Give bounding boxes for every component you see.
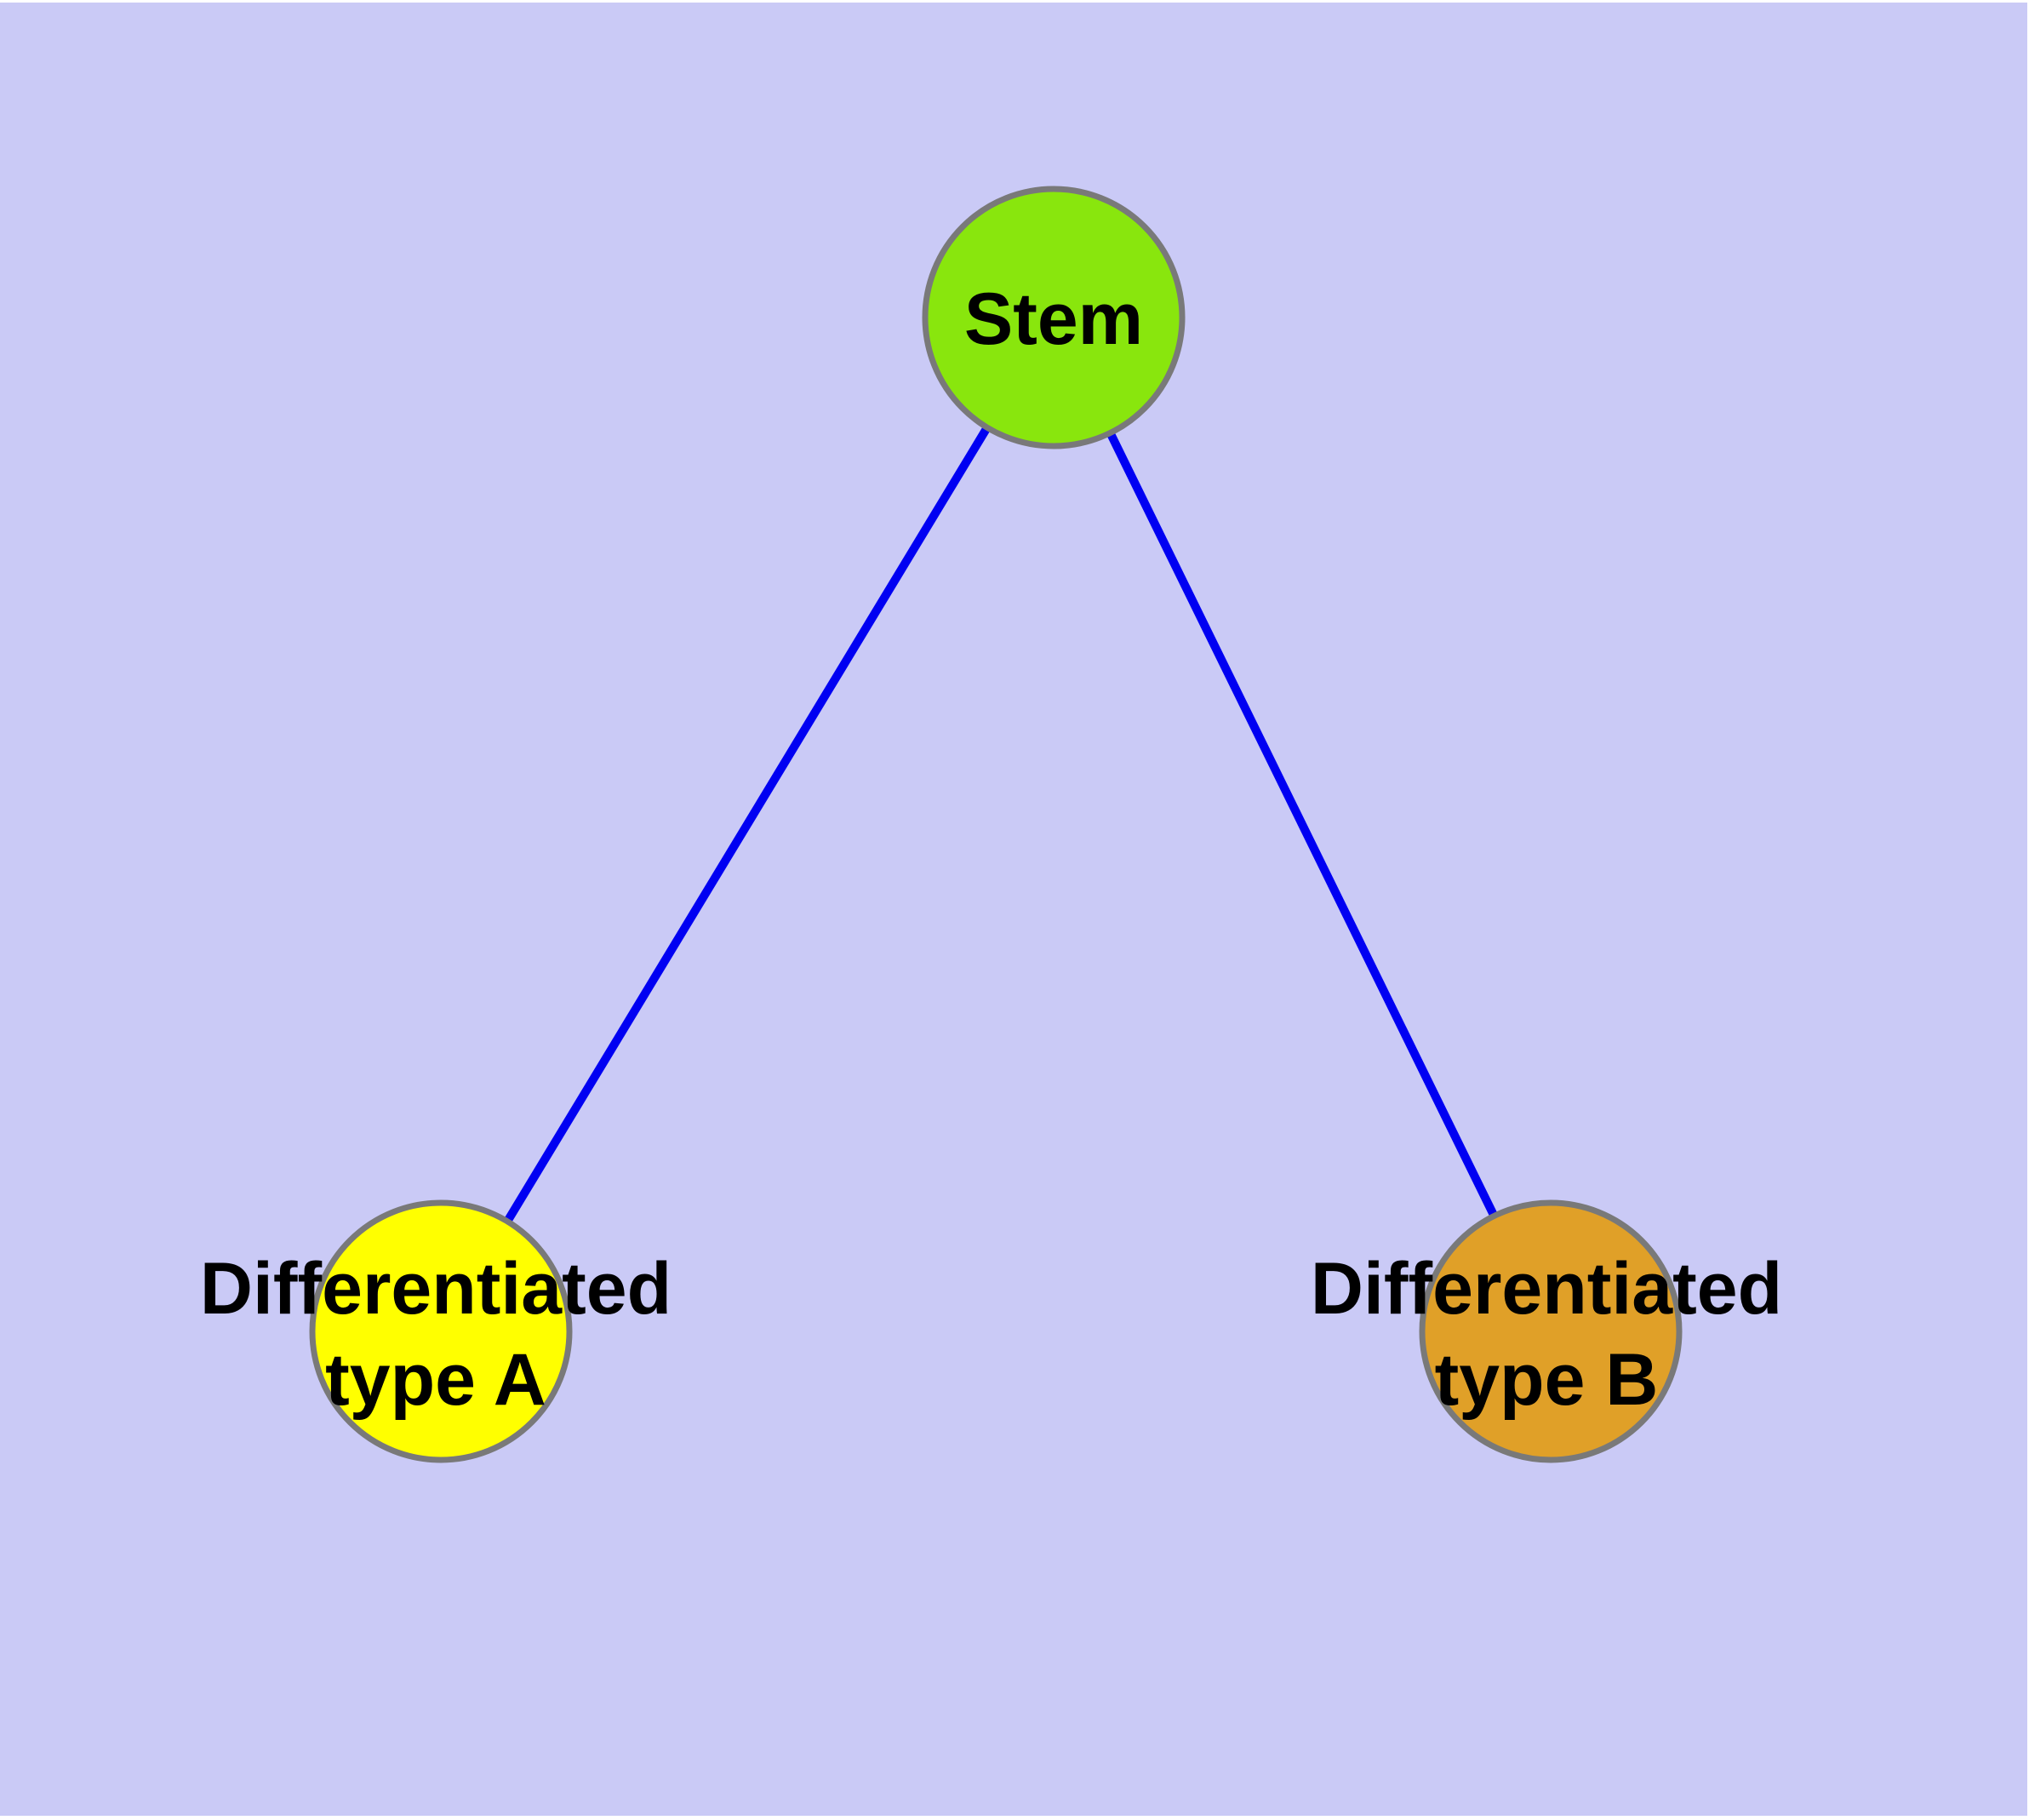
node-type-b-label-line1: Differentiated	[1311, 1248, 1782, 1330]
node-differentiated-type-b	[1419, 1199, 1683, 1463]
edge-stem-to-type-a	[437, 315, 1058, 1334]
node-type-b-label-line2: type B	[1435, 1339, 1659, 1421]
node-differentiated-type-a	[309, 1199, 573, 1463]
node-stem	[922, 186, 1186, 449]
node-type-a-label-line1: Differentiated	[200, 1248, 672, 1330]
node-stem-label: Stem	[964, 278, 1143, 360]
node-type-a-label-line2: type A	[325, 1339, 546, 1421]
edge-stem-to-type-b	[1049, 315, 1555, 1334]
